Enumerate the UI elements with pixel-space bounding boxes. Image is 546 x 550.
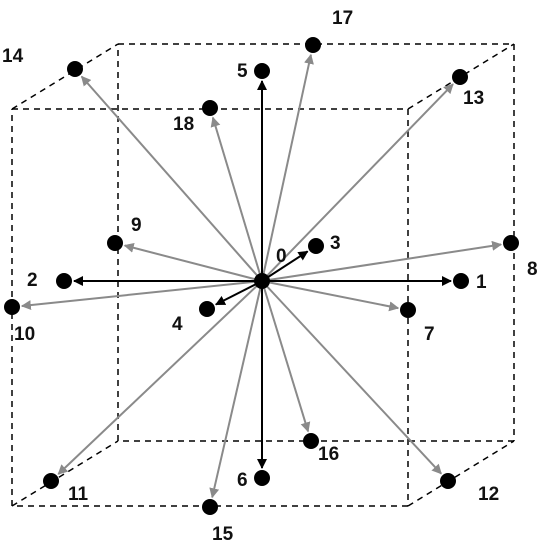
node-7 <box>400 302 416 318</box>
arrow-to-node-7 <box>261 280 400 312</box>
arrow-to-node-4 <box>215 280 263 306</box>
arrow-to-node-16 <box>261 280 311 433</box>
node-label-11: 11 <box>68 484 89 505</box>
node-14 <box>67 61 83 77</box>
node-label-15: 15 <box>212 524 234 545</box>
node-label-16: 16 <box>318 444 339 465</box>
node-4 <box>199 301 215 317</box>
arrow-to-node-15 <box>209 280 263 499</box>
main-arrows <box>73 80 452 469</box>
arrow-to-node-3 <box>261 250 309 282</box>
arrow-to-node-10 <box>20 280 263 311</box>
arrow-to-node-11 <box>57 280 263 475</box>
node-label-8: 8 <box>527 259 538 280</box>
node-label-6: 6 <box>237 470 248 491</box>
node-label-18: 18 <box>173 114 194 135</box>
node-12 <box>440 473 456 489</box>
node-label-1: 1 <box>476 272 487 293</box>
node-label-4: 4 <box>172 314 183 335</box>
node-17 <box>305 37 321 53</box>
arrow-to-node-17 <box>261 53 314 282</box>
arrow-to-node-8 <box>261 240 503 282</box>
node-label-17: 17 <box>332 8 353 29</box>
node-label-3: 3 <box>330 233 341 254</box>
node-label-12: 12 <box>478 484 499 505</box>
node-16 <box>303 433 319 449</box>
node-label-7: 7 <box>424 324 435 345</box>
node-label-13: 13 <box>463 88 484 109</box>
node-label-9: 9 <box>131 215 142 236</box>
cube-edge <box>407 43 515 110</box>
node-6 <box>254 470 270 486</box>
node-1 <box>453 273 469 289</box>
node-18 <box>202 100 218 116</box>
cube-edge <box>11 440 119 507</box>
node-0 <box>254 273 270 289</box>
arrow-to-node-18 <box>210 116 263 282</box>
node-label-14: 14 <box>2 46 24 67</box>
node-label-2: 2 <box>27 270 38 291</box>
node-10 <box>4 299 20 315</box>
node-13 <box>452 69 468 85</box>
cube-edge <box>11 43 119 110</box>
arrow-to-node-13 <box>261 83 454 282</box>
nodes <box>4 37 519 515</box>
node-9 <box>107 235 123 251</box>
node-label-10: 10 <box>14 324 35 345</box>
node-11 <box>43 473 59 489</box>
node-8 <box>503 235 519 251</box>
arrow-to-node-14 <box>80 75 263 282</box>
node-label-5: 5 <box>237 61 248 82</box>
node-2 <box>56 273 72 289</box>
cube-edge <box>407 440 515 507</box>
node-5 <box>254 63 270 79</box>
node-15 <box>202 499 218 515</box>
diagonal-arrows <box>20 53 503 499</box>
node-label-0: 0 <box>276 246 287 267</box>
arrow-to-node-9 <box>123 242 263 282</box>
node-3 <box>308 238 324 254</box>
arrow-to-node-12 <box>261 280 442 475</box>
